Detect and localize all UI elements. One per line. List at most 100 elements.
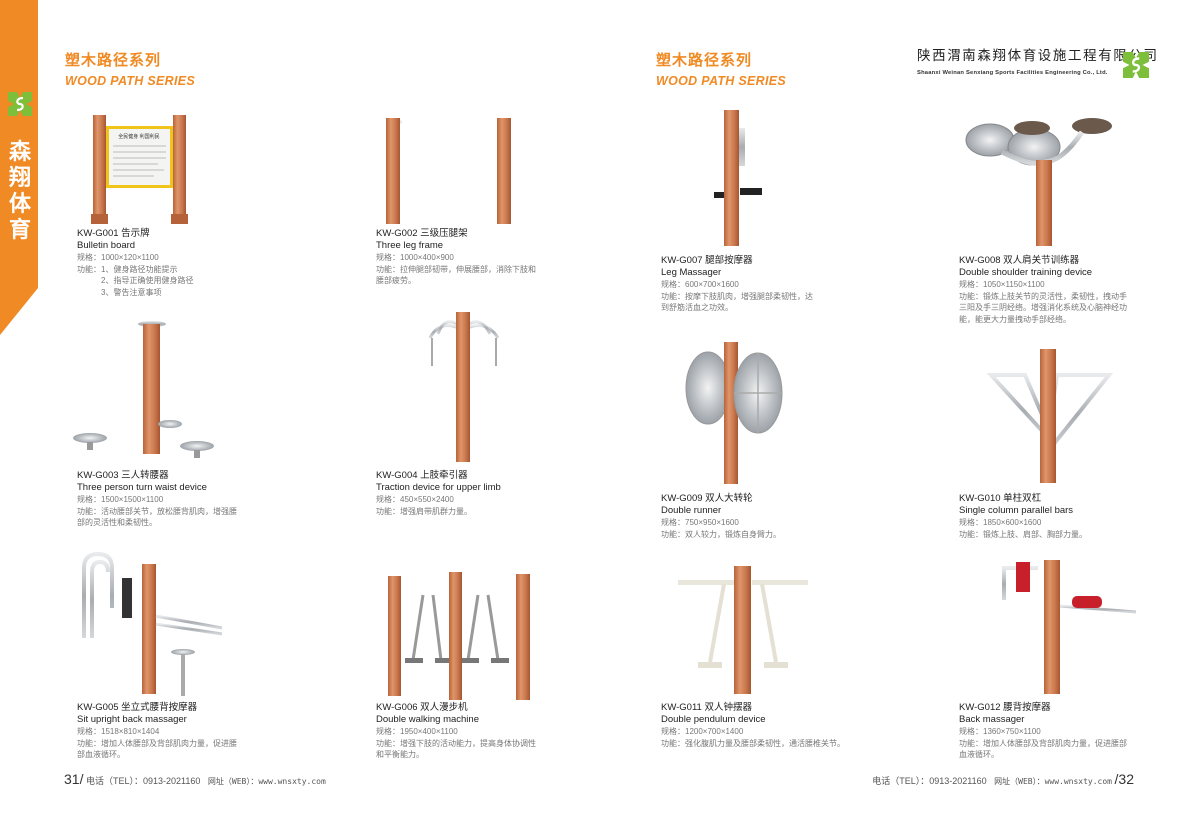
company-logo-icon <box>1123 52 1149 78</box>
company-name-en: Shaanxi Weinan Senxiang Sports Facilitie… <box>917 70 1108 76</box>
product-function: 血液循环。 <box>959 750 999 759</box>
product-code: KW-G005 坐立式腰背按摩器 <box>77 702 198 713</box>
company-name-cn: 陕西渭南森翔体育设施工程有限公司 <box>917 48 1159 64</box>
product-function: 能，能更大力量拽动手部经络。 <box>959 314 1071 324</box>
left-footer: 31/ 电话（TEL）：0913-2021160 网址（WEB）：www.wns… <box>64 771 326 790</box>
product-code: KW-G002 三级压腿架 <box>376 228 468 239</box>
product-image-leg-massager <box>714 110 762 246</box>
product-name-en: Traction device for upper limb <box>376 482 501 493</box>
product-function: 和平衡能力。 <box>376 750 424 759</box>
product-image-traction-device <box>428 312 500 462</box>
product-name-en: Bulletin board <box>77 240 136 251</box>
product-card-g009: KW-G009 双人大转轮 Double runner 规格：750×950×1… <box>661 493 861 540</box>
product-image-double-runner <box>685 342 783 484</box>
product-name-en: Sit upright back massager <box>77 714 187 725</box>
product-function: 2、指导正确使用健身路径 <box>101 276 194 285</box>
product-card-g004: KW-G004 上肢牵引器 Traction device for upper … <box>376 470 576 517</box>
product-name-en: Double runner <box>661 505 722 516</box>
product-spec: 规格：1000×120×1100 <box>77 253 159 262</box>
product-image-back-massager <box>1002 560 1137 694</box>
product-function: 功能：增强下肢的活动能力，提高身体协调性 <box>376 738 536 748</box>
product-image-parallel-bars <box>986 349 1114 483</box>
product-code: KW-G008 双人肩关节训练器 <box>959 255 1080 266</box>
product-name-en: Three person turn waist device <box>77 482 207 493</box>
product-function: 功能：增强肩带肌群力量。 <box>376 506 472 516</box>
product-name-en: Leg Massager <box>661 267 722 278</box>
product-image-shoulder-trainer <box>965 118 1112 246</box>
product-card-g010: KW-G010 单柱双杠 Single column parallel bars… <box>959 493 1159 540</box>
product-spec: 规格：1360×750×1100 <box>959 727 1041 736</box>
product-image-double-pendulum <box>678 566 808 694</box>
product-name-en: Back massager <box>959 714 1025 725</box>
product-code: KW-G003 三人转腰器 <box>77 470 169 481</box>
product-function: 功能：活动腰部关节，放松腰背肌肉，增强腰 <box>77 506 237 516</box>
right-series-title-cn: 塑木路径系列 <box>656 51 753 69</box>
product-name-en: Three leg frame <box>376 240 444 251</box>
product-code: KW-G011 双人钟摆器 <box>661 702 752 713</box>
product-function: 功能：按摩下肢肌肉，增强腿部柔韧性，达 <box>661 291 813 301</box>
footer-tel: 电话（TEL）：0913-2021160 <box>85 776 201 786</box>
product-image-double-walking-machine <box>388 572 533 700</box>
product-function: 功能：双人较力，锻炼自身臂力。 <box>661 529 781 539</box>
product-spec: 规格：750×950×1600 <box>661 518 739 527</box>
product-function: 功能：1、健身路径功能提示 <box>77 264 178 274</box>
product-name-en: Double shoulder training device <box>959 267 1093 278</box>
product-name-en: Double pendulum device <box>661 714 766 725</box>
product-spec: 规格：450×550×2400 <box>376 495 454 504</box>
product-spec: 规格：1050×1150×1100 <box>959 280 1045 289</box>
product-function: 功能：增加人体腰部及背部肌肉力量，促进腰部 <box>959 738 1127 748</box>
product-code: KW-G012 腰背按摩器 <box>959 702 1051 713</box>
product-function: 部血液循环。 <box>77 750 125 759</box>
left-series-title-en: WOOD PATH SERIES <box>65 74 196 88</box>
product-card-g012: KW-G012 腰背按摩器 Back massager 规格：1360×750×… <box>959 702 1159 761</box>
product-function: 腰部疲劳。 <box>376 276 416 285</box>
product-card-g001: KW-G001 告示牌 Bulletin board 规格：1000×120×1… <box>77 228 277 298</box>
product-image-bulletin-board: 全民健身 利国利民 <box>91 115 188 224</box>
board-headline: 全民健身 利国利民 <box>118 133 159 140</box>
product-function: 部的灵活性和柔韧性。 <box>77 518 157 527</box>
product-function: 三阳及手三阴经络。增强消化系统及心脑神经功 <box>959 303 1127 312</box>
product-spec: 规格：1000×400×900 <box>376 253 454 262</box>
product-spec: 规格：1850×600×1600 <box>959 518 1042 527</box>
page-number-right: /32 <box>1114 771 1134 787</box>
product-code: KW-G001 告示牌 <box>77 228 150 239</box>
product-function: 功能：增加人体腰部及背部肌肉力量，促进腰 <box>77 738 237 748</box>
product-card-g005: KW-G005 坐立式腰背按摩器 Sit upright back massag… <box>77 702 277 761</box>
product-spec: 规格：1500×1500×1100 <box>77 495 164 504</box>
product-card-g002: KW-G002 三级压腿架 Three leg frame 规格：1000×40… <box>376 228 576 287</box>
product-spec: 规格：1200×700×1400 <box>661 727 744 736</box>
product-spec: 规格：1518×810×1404 <box>77 727 160 736</box>
product-function: 功能：强化腹肌力量及腰部柔韧性，通活腰椎关节。 <box>661 738 845 748</box>
product-name-en: Double walking machine <box>376 714 479 725</box>
product-code: KW-G010 单柱双杠 <box>959 493 1042 504</box>
product-function: 功能：拉伸腿部韧带，伸展腰部，消除下肢和 <box>376 264 536 274</box>
product-spec: 规格：1950×400×1100 <box>376 727 458 736</box>
right-series-title-en: WOOD PATH SERIES <box>656 74 787 88</box>
product-code: KW-G006 双人漫步机 <box>376 702 468 713</box>
product-function: 功能：锻炼上肢关节的灵活性，柔韧性，拽动手 <box>959 291 1127 301</box>
sidebar-banner <box>0 0 38 335</box>
footer-web: 网址（WEB）：www.wnsxty.com <box>994 777 1113 786</box>
product-card-g007: KW-G007 腿部按摩器 Leg Massager 规格：600×700×16… <box>661 255 861 314</box>
left-series-title-cn: 塑木路径系列 <box>65 51 162 69</box>
footer-web: 网址（WEB）：www.wnsxty.com <box>207 777 326 786</box>
product-function: 功能：锻炼上肢、肩部、胸部力量。 <box>959 529 1087 539</box>
page-number-left: 31/ <box>64 771 84 787</box>
product-card-g011: KW-G011 双人钟摆器 Double pendulum device 规格：… <box>661 702 861 749</box>
product-image-sit-upright-back-massager <box>82 551 223 696</box>
product-name-en: Single column parallel bars <box>959 505 1074 516</box>
product-code: KW-G004 上肢牵引器 <box>376 470 468 481</box>
product-code: KW-G007 腿部按摩器 <box>661 255 753 266</box>
product-card-g003: KW-G003 三人转腰器 Three person turn waist de… <box>77 470 277 529</box>
product-spec: 规格：600×700×1600 <box>661 280 739 289</box>
brand-logo-icon <box>8 92 32 116</box>
product-image-turn-waist-device <box>73 321 214 458</box>
footer-tel: 电话（TEL）：0913-2021160 <box>872 776 987 786</box>
product-image-three-leg-frame <box>386 118 511 224</box>
product-function: 到舒筋活血之功效。 <box>661 303 733 312</box>
sidebar-brand-text: 森翔体育 <box>8 140 31 243</box>
product-card-g006: KW-G006 双人漫步机 Double walking machine 规格：… <box>376 702 576 761</box>
product-function: 3、警告注意事项 <box>101 287 162 297</box>
right-footer: 电话（TEL）：0913-2021160 网址（WEB）：www.wnsxty.… <box>872 771 1134 790</box>
product-card-g008: KW-G008 双人肩关节训练器 Double shoulder trainin… <box>959 255 1159 325</box>
